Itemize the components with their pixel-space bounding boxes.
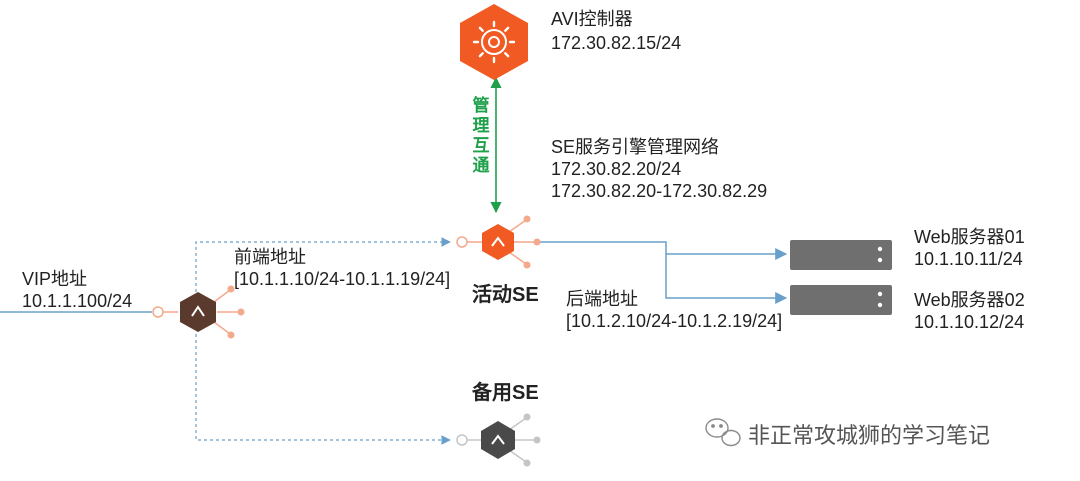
wechat-icon <box>705 418 741 447</box>
server01-icon <box>790 240 892 270</box>
controller-name: AVI控制器 <box>551 9 633 29</box>
active-se-to-server01-link <box>536 241 788 260</box>
mgmt-link-label: 管理互通 <box>472 96 490 175</box>
server02-name: Web服务器02 <box>914 290 1025 310</box>
vip-ip: 10.1.1.100/24 <box>22 291 133 311</box>
server02-ip: 10.1.10.12/24 <box>914 312 1025 332</box>
router-to-standby-se-link <box>195 334 451 445</box>
active-se-label: 活动SE <box>472 284 539 306</box>
frontend-title: 前端地址 <box>234 247 306 267</box>
se-mgmt-subnet: 172.30.82.20/24 <box>551 159 682 179</box>
standby-se-icon <box>456 413 541 467</box>
avi-controller-icon <box>460 4 528 80</box>
standby-se-label: 备用SE <box>472 382 539 404</box>
vip-router-icon <box>152 285 245 339</box>
se-mgmt-title: SE服务引擎管理网络 <box>551 137 720 157</box>
watermark: 非正常攻城狮的学习笔记 <box>748 423 991 448</box>
se-mgmt-range: 172.30.82.20-172.30.82.29 <box>551 181 768 201</box>
active-se-icon <box>456 215 541 269</box>
server02-icon <box>790 285 892 315</box>
vip-title: VIP地址 <box>22 269 88 289</box>
backend-title: 后端地址 <box>566 289 638 309</box>
frontend-range: [10.1.1.10/24-10.1.1.19/24] <box>234 269 451 289</box>
router-to-active-se-link <box>195 237 451 292</box>
server01-name: Web服务器01 <box>914 227 1025 247</box>
controller-ip: 172.30.82.15/24 <box>551 33 682 53</box>
server01-ip: 10.1.10.11/24 <box>914 249 1023 269</box>
active-se-to-server02-link <box>665 254 788 304</box>
backend-range: [10.1.2.10/24-10.1.2.19/24] <box>566 311 783 331</box>
